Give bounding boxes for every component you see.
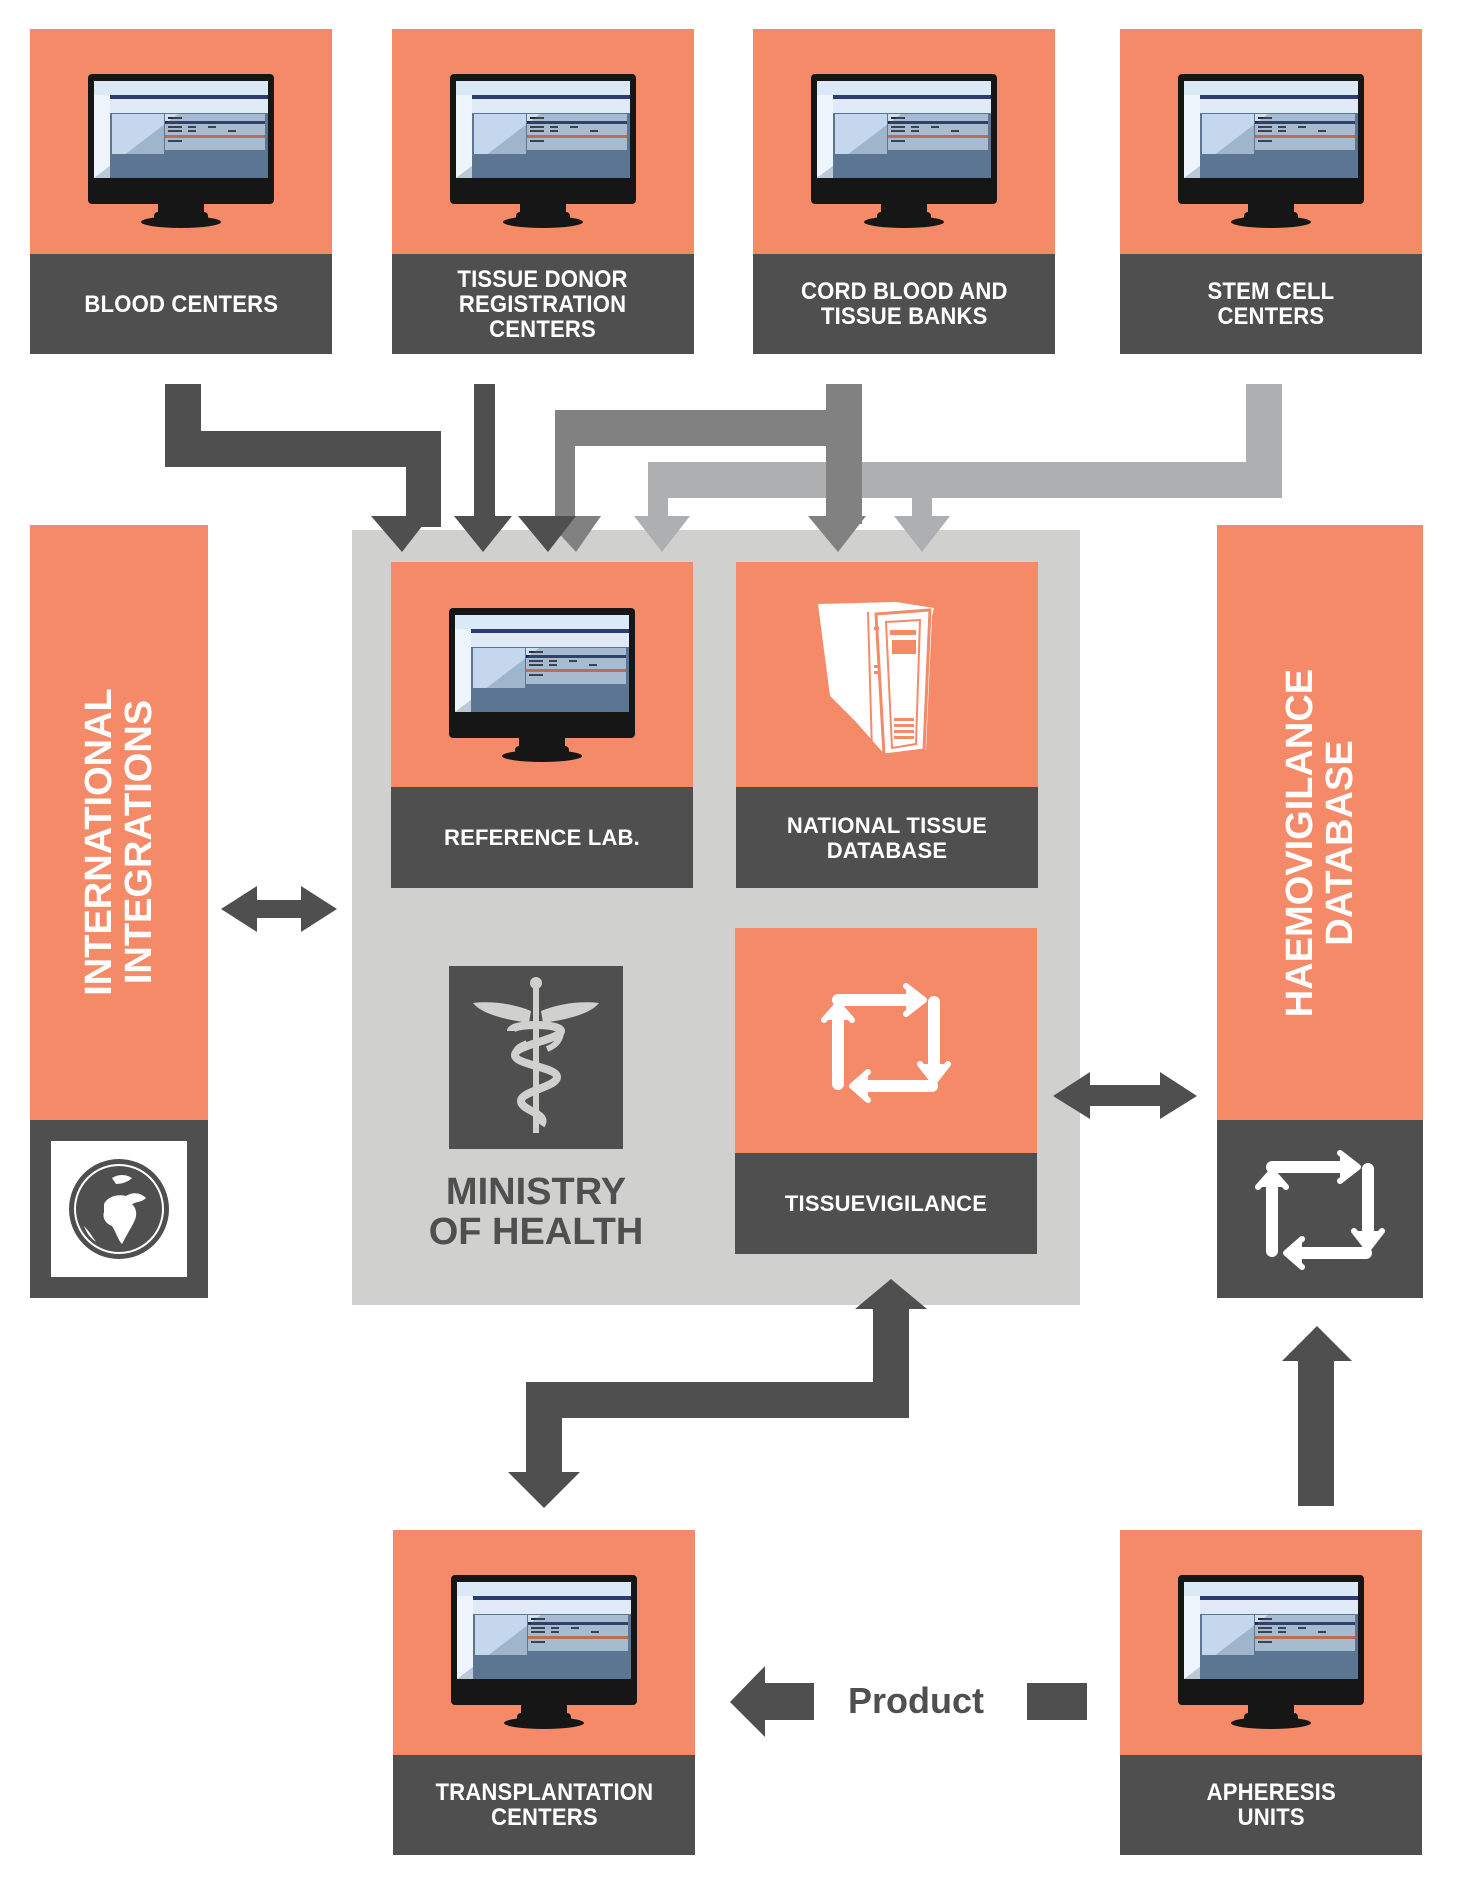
node-blood-centers[interactable]: BLOOD CENTERS <box>30 29 332 354</box>
node-stem-cell-centers[interactable]: STEM CELL CENTERS <box>1120 29 1422 354</box>
cycle-arrows-icon <box>816 980 956 1104</box>
node-label: BLOOD CENTERS <box>84 290 278 318</box>
arrow-cord-blood-banks <box>543 384 866 552</box>
node-label: INTERNATIONAL INTEGRATIONS <box>78 688 160 996</box>
arrow-apheresis-to-haemovigilance <box>1282 1326 1352 1506</box>
computer-monitor-icon <box>450 74 636 228</box>
node-label: APHERESIS UNITS <box>1206 1779 1336 1831</box>
node-label: TRANSPLANTATION CENTERS <box>435 1779 653 1831</box>
node-label: REFERENCE LAB. <box>444 825 640 850</box>
node-tissuevigilance[interactable]: TISSUEVIGILANCE <box>735 928 1037 1254</box>
globe-icon <box>69 1159 169 1259</box>
node-transplantation-centers[interactable]: TRANSPLANTATION CENTERS <box>393 1530 695 1855</box>
ministry-of-health-label: MINISTRY OF HEALTH <box>428 1171 644 1253</box>
computer-monitor-icon <box>1178 1575 1364 1729</box>
node-label: TISSUE DONOR REGISTRATION CENTERS <box>457 265 629 343</box>
node-reference-lab[interactable]: REFERENCE LAB. <box>391 562 693 888</box>
node-haemovigilance-database[interactable]: HAEMOVIGILANCE DATABASE <box>1217 525 1423 1298</box>
arrow-blood-centers <box>165 384 441 552</box>
bidirectional-arrow-international <box>221 886 337 932</box>
computer-monitor-icon <box>1178 74 1364 228</box>
node-label: HAEMOVIGILANCE DATABASE <box>1279 668 1361 1018</box>
node-international-integrations[interactable]: INTERNATIONAL INTEGRATIONS <box>30 525 208 1298</box>
product-arrow-tail <box>1027 1683 1087 1720</box>
caduceus-icon <box>473 976 599 1133</box>
node-label: TISSUEVIGILANCE <box>784 1191 988 1216</box>
node-label: NATIONAL TISSUE DATABASE <box>786 812 988 863</box>
bidirectional-arrow-tissuevigilance-transplantation <box>508 1279 927 1508</box>
arrow-product <box>730 1666 1087 1737</box>
computer-monitor-icon <box>449 608 635 762</box>
computer-monitor-icon <box>88 74 274 228</box>
product-flow-label: Product <box>848 1680 985 1721</box>
node-label: CORD BLOOD AND TISSUE BANKS <box>800 278 1008 330</box>
computer-monitor-icon <box>451 1575 637 1729</box>
globe-icon-frame <box>51 1141 187 1277</box>
ministry-of-health-emblem[interactable] <box>449 966 623 1149</box>
arrow-tissue-donor-vertical <box>454 384 512 552</box>
bidirectional-arrow-haemovigilance <box>1053 1072 1197 1119</box>
node-cord-blood-and-tissue-banks[interactable]: CORD BLOOD AND TISSUE BANKS <box>753 29 1055 354</box>
server-tower-icon <box>818 602 934 757</box>
cycle-arrows-icon <box>1250 1147 1390 1271</box>
node-national-tissue-database[interactable]: NATIONAL TISSUE DATABASE <box>736 562 1038 888</box>
computer-monitor-icon <box>811 74 997 228</box>
node-label: STEM CELL CENTERS <box>1207 278 1335 330</box>
arrow-stem-cell-centers <box>634 384 1282 552</box>
node-tissue-donor-registration-centers[interactable]: TISSUE DONOR REGISTRATION CENTERS <box>392 29 694 354</box>
node-apheresis-units[interactable]: APHERESIS UNITS <box>1120 1530 1422 1855</box>
